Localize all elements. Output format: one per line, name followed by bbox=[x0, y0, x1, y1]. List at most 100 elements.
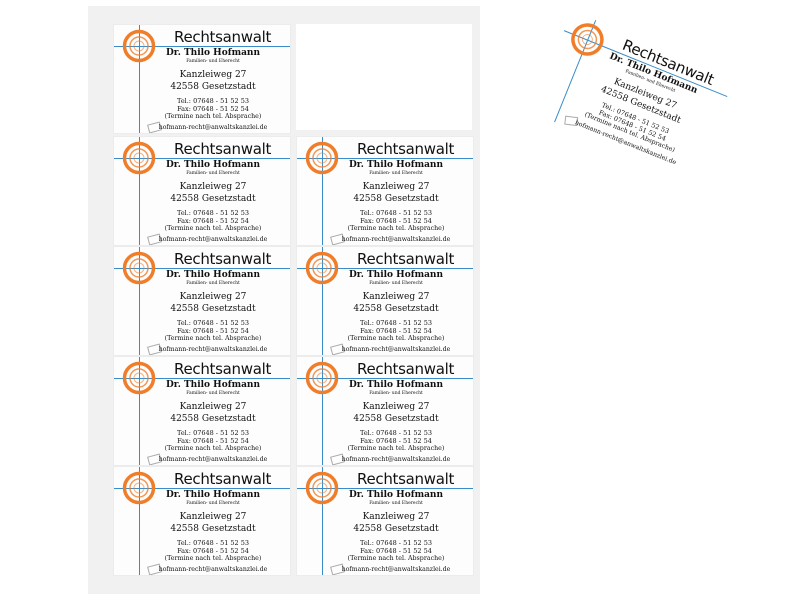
card-note: (Termine nach tel. Absprache) bbox=[164, 225, 262, 232]
blue-horizontal-line bbox=[297, 158, 473, 159]
target-logo-icon bbox=[122, 29, 156, 63]
blue-vertical-line bbox=[139, 357, 140, 465]
target-logo-icon bbox=[571, 23, 604, 56]
card-fax: Fax: 07648 - 51 52 54 bbox=[177, 217, 249, 225]
card-city: 42558 Gesetzstadt bbox=[170, 524, 256, 534]
business-card: Rechtsanwalt Dr. Thilo Hofmann Familien-… bbox=[113, 136, 291, 246]
card-phone: Tel.: 07648 - 51 52 53 bbox=[359, 539, 433, 547]
business-card: Rechtsanwalt Dr. Thilo Hofmann Familien-… bbox=[296, 466, 474, 576]
business-card: Rechtsanwalt Dr. Thilo Hofmann Familien-… bbox=[113, 24, 291, 134]
card-street: Kanzleiweg 27 bbox=[362, 182, 430, 192]
business-card: Rechtsanwalt Dr. Thilo Hofmann Familien-… bbox=[113, 466, 291, 576]
blue-vertical-line bbox=[139, 247, 140, 355]
card-specialty: Familien- und Eherecht bbox=[369, 171, 423, 176]
card-note: (Termine nach tel. Absprache) bbox=[347, 445, 445, 452]
card-phone: Tel.: 07648 - 51 52 53 bbox=[359, 319, 433, 327]
blue-horizontal-line bbox=[114, 46, 290, 47]
card-note: (Termine nach tel. Absprache) bbox=[164, 335, 262, 342]
card-street: Kanzleiweg 27 bbox=[179, 512, 247, 522]
target-logo-icon bbox=[305, 141, 339, 175]
card-phone: Tel.: 07648 - 51 52 53 bbox=[359, 209, 433, 217]
card-name: Dr. Thilo Hofmann bbox=[165, 48, 261, 58]
card-name: Dr. Thilo Hofmann bbox=[165, 490, 261, 500]
card-email: hofmann-recht@anwaltskanzlei.de bbox=[341, 346, 451, 353]
card-city: 42558 Gesetzstadt bbox=[353, 414, 439, 424]
blue-horizontal-line bbox=[297, 268, 473, 269]
card-phone: Tel.: 07648 - 51 52 53 bbox=[176, 539, 250, 547]
card-phone: Tel.: 07648 - 51 52 53 bbox=[359, 429, 433, 437]
card-specialty: Familien- und Eherecht bbox=[369, 281, 423, 286]
card-city: 42558 Gesetzstadt bbox=[170, 82, 256, 92]
card-email: hofmann-recht@anwaltskanzlei.de bbox=[158, 566, 268, 573]
card-name: Dr. Thilo Hofmann bbox=[348, 270, 444, 280]
target-logo-icon bbox=[305, 251, 339, 285]
card-email: hofmann-recht@anwaltskanzlei.de bbox=[158, 346, 268, 353]
card-street: Kanzleiweg 27 bbox=[362, 402, 430, 412]
card-specialty: Familien- und Eherecht bbox=[186, 501, 240, 506]
card-specialty: Familien- und Eherecht bbox=[186, 171, 240, 176]
card-city: 42558 Gesetzstadt bbox=[170, 304, 256, 314]
card-title: Rechtsanwalt bbox=[357, 360, 455, 378]
card-specialty: Familien- und Eherecht bbox=[369, 501, 423, 506]
card-note: (Termine nach tel. Absprache) bbox=[164, 555, 262, 562]
card-phone: Tel.: 07648 - 51 52 53 bbox=[176, 97, 250, 105]
card-fax: Fax: 07648 - 51 52 54 bbox=[177, 327, 249, 335]
card-note: (Termine nach tel. Absprache) bbox=[164, 113, 262, 120]
card-note: (Termine nach tel. Absprache) bbox=[347, 335, 445, 342]
card-title: Rechtsanwalt bbox=[174, 360, 272, 378]
card-note: (Termine nach tel. Absprache) bbox=[347, 225, 445, 232]
card-name: Dr. Thilo Hofmann bbox=[165, 380, 261, 390]
card-city: 42558 Gesetzstadt bbox=[170, 194, 256, 204]
card-phone: Tel.: 07648 - 51 52 53 bbox=[176, 209, 250, 217]
card-specialty: Familien- und Eherecht bbox=[186, 59, 240, 64]
card-city: 42558 Gesetzstadt bbox=[353, 194, 439, 204]
business-card: Rechtsanwalt Dr. Thilo Hofmann Familien-… bbox=[296, 356, 474, 466]
card-street: Kanzleiweg 27 bbox=[179, 292, 247, 302]
card-title: Rechtsanwalt bbox=[357, 250, 455, 268]
card-fax: Fax: 07648 - 51 52 54 bbox=[177, 547, 249, 555]
card-fax: Fax: 07648 - 51 52 54 bbox=[360, 437, 432, 445]
blue-vertical-line bbox=[322, 467, 323, 575]
blue-vertical-line bbox=[139, 137, 140, 245]
blue-horizontal-line bbox=[297, 488, 473, 489]
blue-vertical-line bbox=[139, 25, 140, 133]
target-logo-icon bbox=[305, 361, 339, 395]
card-title: Rechtsanwalt bbox=[174, 28, 272, 46]
card-fax: Fax: 07648 - 51 52 54 bbox=[177, 105, 249, 113]
target-logo-icon bbox=[122, 251, 156, 285]
card-email: hofmann-recht@anwaltskanzlei.de bbox=[341, 566, 451, 573]
card-name: Dr. Thilo Hofmann bbox=[348, 380, 444, 390]
card-title: Rechtsanwalt bbox=[174, 140, 272, 158]
card-fax: Fax: 07648 - 51 52 54 bbox=[360, 547, 432, 555]
empty-card-slot bbox=[296, 24, 472, 130]
business-card: Rechtsanwalt Dr. Thilo Hofmann Familien-… bbox=[113, 246, 291, 356]
blue-horizontal-line bbox=[114, 268, 290, 269]
business-card: Rechtsanwalt Dr. Thilo Hofmann Familien-… bbox=[113, 356, 291, 466]
blue-vertical-line bbox=[322, 357, 323, 465]
blue-horizontal-line bbox=[114, 488, 290, 489]
card-note: (Termine nach tel. Absprache) bbox=[347, 555, 445, 562]
blue-vertical-line bbox=[322, 137, 323, 245]
target-logo-icon bbox=[122, 471, 156, 505]
card-specialty: Familien- und Eherecht bbox=[186, 391, 240, 396]
target-logo-icon bbox=[305, 471, 339, 505]
card-specialty: Familien- und Eherecht bbox=[186, 281, 240, 286]
card-specialty: Familien- und Eherecht bbox=[369, 391, 423, 396]
blue-horizontal-line bbox=[114, 158, 290, 159]
card-name: Dr. Thilo Hofmann bbox=[165, 270, 261, 280]
business-card: Rechtsanwalt Dr. Thilo Hofmann Familien-… bbox=[296, 136, 474, 246]
blue-vertical-line bbox=[322, 247, 323, 355]
card-street: Kanzleiweg 27 bbox=[179, 182, 247, 192]
blue-vertical-line bbox=[139, 467, 140, 575]
card-note: (Termine nach tel. Absprache) bbox=[164, 445, 262, 452]
card-title: Rechtsanwalt bbox=[174, 470, 272, 488]
card-email: hofmann-recht@anwaltskanzlei.de bbox=[158, 236, 268, 243]
card-email: hofmann-recht@anwaltskanzlei.de bbox=[158, 124, 268, 131]
card-fax: Fax: 07648 - 51 52 54 bbox=[360, 327, 432, 335]
card-fax: Fax: 07648 - 51 52 54 bbox=[177, 437, 249, 445]
card-street: Kanzleiweg 27 bbox=[362, 292, 430, 302]
card-street: Kanzleiweg 27 bbox=[179, 70, 247, 80]
card-title: Rechtsanwalt bbox=[174, 250, 272, 268]
card-phone: Tel.: 07648 - 51 52 53 bbox=[176, 429, 250, 437]
card-title: Rechtsanwalt bbox=[357, 470, 455, 488]
